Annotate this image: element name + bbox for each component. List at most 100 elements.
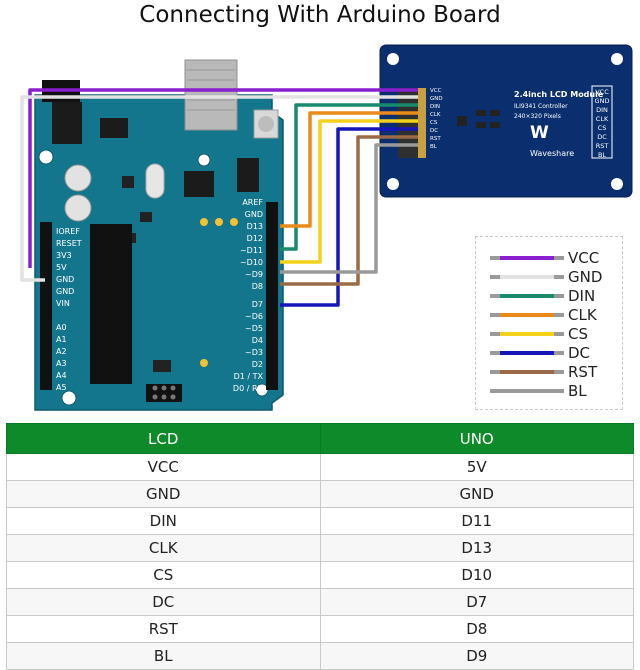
legend-label: RST xyxy=(568,363,598,381)
arduino-digital-pin-label: AREF xyxy=(242,198,263,207)
arduino-left-pin-label: RESET xyxy=(56,239,82,248)
lcd-side-pin-label: GND xyxy=(595,97,610,105)
uno-pin-cell: GND xyxy=(319,480,634,508)
arduino-digital-pin-label: D4 xyxy=(252,336,263,345)
legend-item-rst: RST xyxy=(490,363,620,381)
lcd-connector-pin-label: BL xyxy=(430,144,438,150)
lcd-side-pin-label: VCC xyxy=(595,88,609,96)
wire-cs xyxy=(280,119,418,264)
arduino-digital-pin-label: D7 xyxy=(252,300,263,309)
arduino-digital-pin-label: ~D5 xyxy=(245,324,263,333)
arduino-digital-pin-label: D1 / TX xyxy=(234,372,264,381)
lcd-pin-cell: CS xyxy=(6,561,321,589)
lcd-controller: ILI9341 Controller xyxy=(514,103,568,110)
legend-swatch xyxy=(490,332,564,336)
arduino-digital-pin-label: ~D9 xyxy=(245,270,263,279)
arduino-digital-pin-label: D13 xyxy=(247,222,263,231)
lcd-pin-cell: DC xyxy=(6,588,321,616)
lcd-brand: Waveshare xyxy=(530,149,574,158)
legend-swatch xyxy=(490,370,564,374)
lcd-connector-pin-label: DC xyxy=(430,128,438,134)
table-header-uno: UNO xyxy=(319,423,634,454)
uno-pin-cell: D8 xyxy=(319,615,634,643)
lcd-module-board: 2.4inch LCD Module ILI9341 Controller 24… xyxy=(379,44,633,198)
legend-swatch xyxy=(490,256,564,260)
uno-pin-cell: D11 xyxy=(319,507,634,535)
arduino-analog-pin-label: A0 xyxy=(56,323,67,332)
lcd-pin-cell: CLK xyxy=(6,534,321,562)
lcd-pin-cell: GND xyxy=(6,480,321,508)
lcd-pin-cell: DIN xyxy=(6,507,321,535)
legend-label: CLK xyxy=(568,306,597,324)
wire-dc xyxy=(280,127,418,307)
legend-item-gnd: GND xyxy=(490,268,620,286)
lcd-connector-pin-label: VCC xyxy=(430,88,442,94)
legend-swatch xyxy=(490,313,564,317)
lcd-side-pin-label: CS xyxy=(598,124,607,132)
legend-label: DC xyxy=(568,344,591,362)
arduino-left-pin-label: GND xyxy=(56,275,74,284)
lcd-side-pin-label: BL xyxy=(598,151,606,159)
legend-swatch xyxy=(490,294,564,298)
lcd-connector-pin-label: RST xyxy=(430,136,441,142)
wire-vcc xyxy=(28,88,418,268)
legend-label: BL xyxy=(568,382,587,400)
legend-swatch xyxy=(490,389,564,393)
arduino-digital-pin-label: D8 xyxy=(252,282,263,291)
lcd-connector-pin-label: GND xyxy=(430,96,443,102)
arduino-left-pin-label: GND xyxy=(56,287,74,296)
arduino-digital-pin-label: D2 xyxy=(252,360,263,369)
wire-rst xyxy=(280,135,418,286)
uno-pin-cell: D10 xyxy=(319,561,634,589)
lcd-side-pin-label: CLK xyxy=(596,115,609,123)
legend-label: CS xyxy=(568,325,588,343)
legend-label: VCC xyxy=(568,249,600,267)
arduino-digital-pin-label: ~D11 xyxy=(240,246,263,255)
arduino-digital-pin-label: ~D3 xyxy=(245,348,263,357)
legend-item-cs: CS xyxy=(490,325,620,343)
legend-item-clk: CLK xyxy=(490,306,620,324)
lcd-side-pin-label: DIN xyxy=(596,106,608,114)
arduino-analog-pin-label: A2 xyxy=(56,347,67,356)
uno-pin-cell: D7 xyxy=(319,588,634,616)
arduino-left-pin-label: 5V xyxy=(56,263,67,272)
arduino-analog-pin-label: A5 xyxy=(56,383,67,392)
lcd-title: 2.4inch LCD Module xyxy=(514,90,604,99)
wire-clk xyxy=(280,111,418,228)
arduino-digital-pin-label: D0 / RX xyxy=(233,384,264,393)
lcd-pin-cell: RST xyxy=(6,615,321,643)
arduino-left-pin-label: IOREF xyxy=(56,227,80,236)
legend-label: DIN xyxy=(568,287,596,305)
diagram-title: Connecting With Arduino Board xyxy=(139,2,501,28)
lcd-side-pin-label: DC xyxy=(597,133,607,141)
lcd-connector-pin-label: CS xyxy=(430,120,438,126)
legend-swatch xyxy=(490,351,564,355)
wire-din xyxy=(280,103,418,251)
legend-item-bl: BL xyxy=(490,382,620,400)
legend-swatch xyxy=(490,275,564,279)
wires xyxy=(20,88,418,307)
lcd-connector-pin-label: DIN xyxy=(430,104,440,110)
arduino-analog-pin-label: A4 xyxy=(56,371,67,380)
lcd-connector-pin-label: CLK xyxy=(430,112,441,118)
arduino-digital-pin-label: GND xyxy=(245,210,263,219)
legend-item-dc: DC xyxy=(490,344,620,362)
arduino-digital-pin-label: D12 xyxy=(247,234,263,243)
arduino-analog-pin-label: A1 xyxy=(56,335,67,344)
legend-item-din: DIN xyxy=(490,287,620,305)
lcd-side-pin-label: RST xyxy=(596,142,609,150)
table-header-lcd: LCD xyxy=(6,423,321,454)
arduino-analog-pin-label: A3 xyxy=(56,359,67,368)
lcd-pin-cell: BL xyxy=(6,642,321,670)
